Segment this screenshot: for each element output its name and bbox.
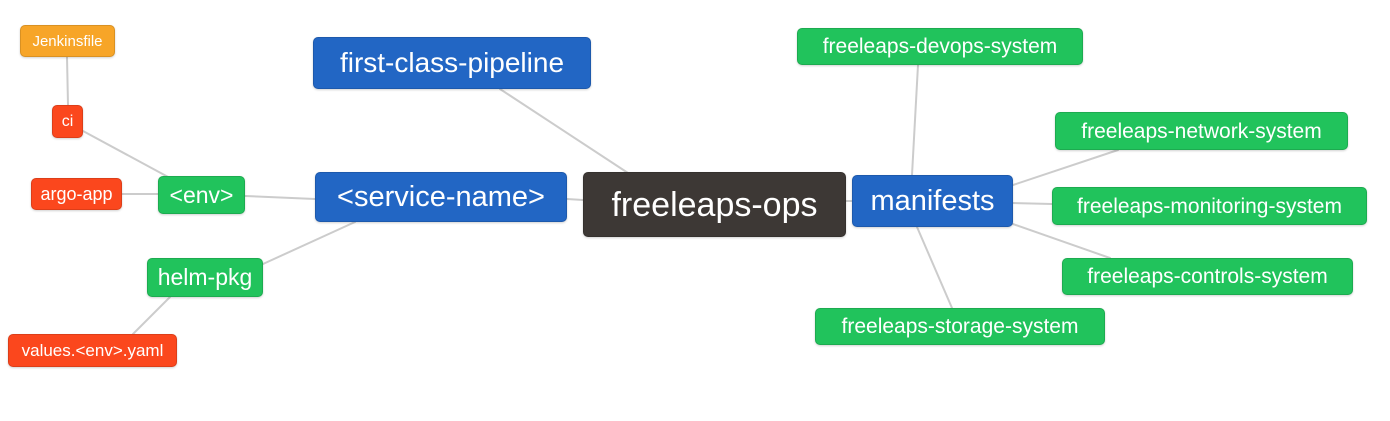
node-freeleaps-controls-system[interactable]: freeleaps-controls-system [1062, 258, 1353, 295]
node-first-class-pipeline[interactable]: first-class-pipeline [313, 37, 591, 89]
node-freeleaps-ops-root[interactable]: freeleaps-ops [583, 172, 846, 237]
node-jenkinsfile[interactable]: Jenkinsfile [20, 25, 115, 57]
node-freeleaps-storage-system[interactable]: freeleaps-storage-system [815, 308, 1105, 345]
node-freeleaps-monitoring-system[interactable]: freeleaps-monitoring-system [1052, 187, 1367, 225]
edge-manifests-monitoring [1011, 202, 1053, 205]
node-helm-pkg[interactable]: helm-pkg [147, 258, 263, 297]
edge-env-service-name [244, 195, 316, 200]
node-freeleaps-devops-system[interactable]: freeleaps-devops-system [797, 28, 1083, 65]
node-freeleaps-network-system[interactable]: freeleaps-network-system [1055, 112, 1348, 150]
edge-helm-pkg-service-name [262, 221, 356, 265]
node-manifests[interactable]: manifests [852, 175, 1013, 227]
edge-values-helm-pkg [132, 296, 171, 335]
node-values-env-yaml[interactable]: values.<env>.yaml [8, 334, 177, 367]
node-service-name[interactable]: <service-name> [315, 172, 567, 222]
node-argo-app[interactable]: argo-app [31, 178, 122, 210]
edge-service-name-ops [566, 198, 584, 201]
edge-jenkinsfile-ci [66, 56, 69, 106]
node-ci[interactable]: ci [52, 105, 83, 138]
edge-manifests-controls [1009, 222, 1111, 259]
edge-manifests-network [1009, 149, 1119, 187]
edge-pipeline-ops [499, 88, 629, 174]
edge-manifests-devops [911, 64, 919, 176]
edge-manifests-storage [916, 226, 953, 309]
node-env[interactable]: <env> [158, 176, 245, 214]
edge-ci-env [82, 130, 171, 179]
